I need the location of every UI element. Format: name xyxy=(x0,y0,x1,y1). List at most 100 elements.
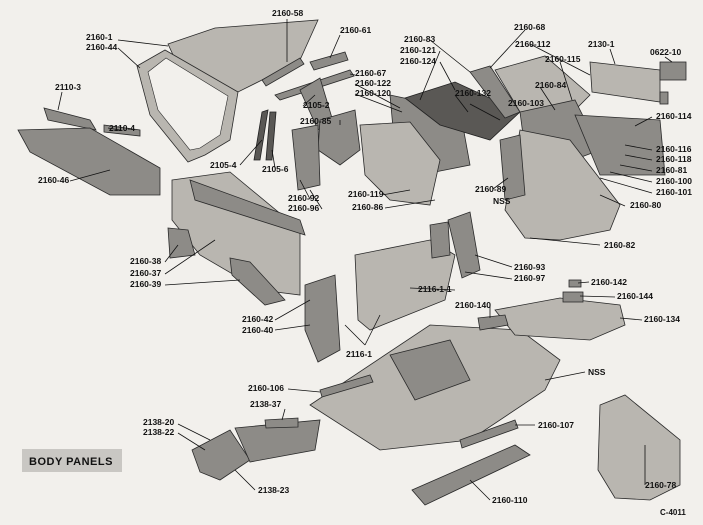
label-2105-6: 2105-6 xyxy=(262,164,289,174)
sill-strip-106 xyxy=(319,374,374,398)
title-block: BODY PANELS xyxy=(22,449,122,472)
dash-bracket-38 xyxy=(167,227,196,259)
bracket-small-2 xyxy=(659,91,669,105)
door-outer-panel xyxy=(354,239,456,331)
label-2160-124: 2160-124 xyxy=(400,56,436,66)
label-2160-118: 2160-118 xyxy=(656,154,692,164)
quarter-inner-panel xyxy=(359,121,441,206)
label-2160-114: 2160-114 xyxy=(656,111,692,121)
label-2160-122: 2160-122 xyxy=(355,78,391,88)
label-2160-86: 2160-86 xyxy=(352,202,383,212)
quarter-panel-78 xyxy=(597,394,681,501)
label-2160-96: 2160-96 xyxy=(288,203,319,213)
label-2160-116: 2160-116 xyxy=(656,144,692,154)
label-2160-84: 2160-84 xyxy=(535,80,566,90)
label-2160-61: 2160-61 xyxy=(340,25,371,35)
label-2160-101: 2160-101 xyxy=(656,187,692,197)
label-2138-37: 2138-37 xyxy=(250,399,281,409)
label-2160-121: 2160-121 xyxy=(400,45,436,55)
label-2160-80: 2160-80 xyxy=(630,200,661,210)
label-2160-46: 2160-46 xyxy=(38,175,69,185)
label-2160-44: 2160-44 xyxy=(86,42,117,52)
label-2160-140: 2160-140 xyxy=(455,300,491,310)
label-2160-68: 2160-68 xyxy=(514,22,545,32)
title-background xyxy=(22,449,122,472)
roof-side-rail xyxy=(309,51,349,71)
label-2130-1: 2130-1 xyxy=(588,39,615,49)
rear-end-panel xyxy=(574,114,666,176)
label-2138-23: 2138-23 xyxy=(258,485,289,495)
diagram-title: BODY PANELS xyxy=(29,456,113,468)
rocker-panel-110 xyxy=(411,444,531,506)
package-shelf xyxy=(404,81,521,141)
small-bracket-142 xyxy=(568,279,582,288)
label-2160-107: 2160-107 xyxy=(538,420,574,430)
label-2160-100: 2160-100 xyxy=(656,176,692,186)
hinge-pillar xyxy=(447,211,481,279)
label-2160-144: 2160-144 xyxy=(617,291,653,301)
label-2160-92: 2160-92 xyxy=(288,193,319,203)
label-2105-2: 2105-2 xyxy=(303,100,330,110)
leader-lines xyxy=(57,19,673,501)
floor-tunnel xyxy=(389,339,471,401)
label-2160-42: 2160-42 xyxy=(242,314,273,324)
label-2160-89: 2160-89 xyxy=(475,184,506,194)
windshield-opening xyxy=(147,57,229,151)
quarter-inner-front xyxy=(291,124,321,191)
dash-upper-inner xyxy=(189,179,306,236)
label-2160-85: 2160-85 xyxy=(300,116,331,126)
side-sill-panel xyxy=(17,127,161,196)
label-2160-82: 2160-82 xyxy=(604,240,635,250)
label-2160-81: 2160-81 xyxy=(656,165,687,175)
label-2160-110: 2160-110 xyxy=(492,495,528,505)
label-2105-4: 2105-4 xyxy=(210,160,237,170)
label-2160-39: 2160-39 xyxy=(130,279,161,289)
label-2160-112: 2160-112 xyxy=(515,39,551,49)
label-2160-120: 2160-120 xyxy=(355,88,391,98)
deck-lid-panel xyxy=(589,61,661,103)
label-2160-106: 2160-106 xyxy=(248,383,284,393)
rocker-strip-a xyxy=(43,107,97,131)
door-post-strip-a xyxy=(253,109,269,161)
sill-strip-107 xyxy=(459,419,519,449)
label-2160-115: 2160-115 xyxy=(545,54,581,64)
label-2160-1: 2160-1 xyxy=(86,32,113,42)
trunk-bracket xyxy=(477,314,509,331)
label-2116-1: 2116-1 xyxy=(346,349,372,359)
label-2160-134: 2160-134 xyxy=(644,314,680,324)
label-2160-132: 2160-132 xyxy=(455,88,491,98)
label-2160-40: 2160-40 xyxy=(242,325,273,335)
label-nss-1: NSS xyxy=(493,196,511,206)
label-2160-93: 2160-93 xyxy=(514,262,545,272)
dash-lower-39 xyxy=(229,257,286,306)
cowl-bracket-37 xyxy=(264,417,299,429)
label-2160-38: 2160-38 xyxy=(130,256,161,266)
label-2160-58: 2160-58 xyxy=(272,8,303,18)
quarter-lower-extension xyxy=(499,134,526,201)
label-2160-83: 2160-83 xyxy=(404,34,435,44)
label-2116-1-1: 2116-1-1 xyxy=(418,284,452,294)
label-2160-78: 2160-78 xyxy=(645,480,676,490)
lock-pillar xyxy=(429,221,451,259)
part-shapes xyxy=(17,19,687,506)
label-2110-3: 2110-3 xyxy=(55,82,81,92)
label-nss-2: NSS xyxy=(588,367,606,377)
label-0622-10: 0622-10 xyxy=(650,47,681,57)
rocker-strip-b xyxy=(103,124,141,137)
label-2160-103: 2160-103 xyxy=(508,98,544,108)
label-2160-97: 2160-97 xyxy=(514,273,545,283)
label-2138-20: 2138-20 xyxy=(143,417,174,427)
label-2110-4: 2110-4 xyxy=(109,123,135,133)
label-2160-67: 2160-67 xyxy=(355,68,386,78)
roof-rail-strip xyxy=(261,57,305,87)
label-2160-142: 2160-142 xyxy=(591,277,627,287)
figure-code: C-4011 xyxy=(660,508,686,517)
label-2160-37: 2160-37 xyxy=(130,268,161,278)
bracket-small xyxy=(659,61,687,81)
part-labels: 2160-1 2160-44 2160-58 2160-61 2160-83 2… xyxy=(38,8,692,505)
front-pillar-panel xyxy=(304,274,341,363)
label-2138-22: 2138-22 xyxy=(143,427,174,437)
label-2160-119: 2160-119 xyxy=(348,189,384,199)
small-bracket-144 xyxy=(562,291,584,303)
